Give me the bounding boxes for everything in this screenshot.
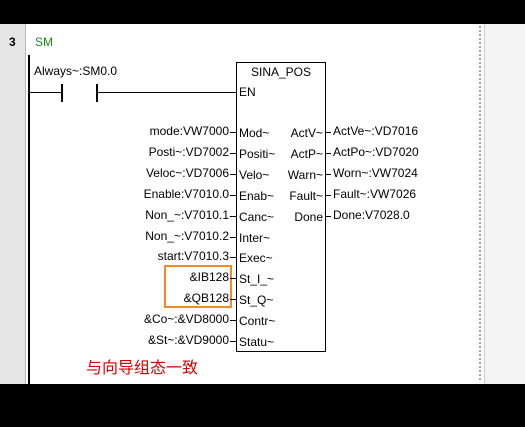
input-stub (230, 257, 236, 259)
input-pin: Statu~ (239, 335, 275, 349)
bottom-strip (0, 384, 525, 427)
input-pin: Canc~ (239, 209, 275, 224)
input-pin: Mod~ (239, 126, 270, 140)
output-pin: Warn~ (287, 167, 323, 182)
output-stub (325, 215, 331, 217)
input-operand[interactable]: mode:VW7000 (149, 124, 229, 138)
network-title[interactable]: SM (35, 35, 53, 49)
input-operand[interactable]: Non_~:V7010.2 (145, 228, 229, 243)
input-pin: Velo~ (239, 167, 270, 182)
input-operand[interactable]: Non_~:V7010.1 (145, 207, 229, 222)
output-pin: Fault~ (289, 188, 323, 203)
annotation-text: 与向导组态一致 (86, 358, 199, 377)
output-pin: ActV~ (290, 126, 323, 140)
input-stub (230, 132, 236, 133)
output-operand[interactable]: ActVe~:VD7016 (333, 124, 419, 138)
wire-segment (30, 92, 61, 93)
input-stub (230, 173, 236, 175)
input-pin: St_Q~ (239, 293, 274, 308)
line-gutter (0, 24, 26, 384)
input-stub (230, 299, 236, 301)
input-stub (230, 278, 236, 280)
en-pin: EN (239, 85, 256, 99)
output-stub (325, 152, 331, 154)
input-stub (230, 236, 236, 238)
input-operand[interactable]: &Co~:&VD8000 (143, 312, 229, 327)
dotted-right-rail (479, 26, 481, 382)
output-pin: Done (294, 209, 323, 224)
contact-left-bar[interactable] (61, 84, 63, 102)
output-operand[interactable]: ActPo~:VD7020 (333, 144, 419, 159)
top-strip (0, 0, 525, 24)
output-pin: ActP~ (290, 146, 323, 161)
output-operand[interactable]: Fault~:VW7026 (333, 186, 417, 201)
input-operand[interactable]: Veloc~:VD7006 (145, 165, 229, 180)
input-pin: Contr~ (239, 314, 276, 329)
input-operand[interactable]: &QB128 (183, 291, 229, 306)
contact-right-bar[interactable] (96, 84, 98, 102)
output-stub (325, 132, 331, 133)
input-operand[interactable]: &IB128 (189, 270, 229, 285)
contact-label[interactable]: Always~:SM0.0 (34, 64, 118, 78)
input-operand[interactable]: start:V7010.3 (157, 249, 229, 264)
input-stub (230, 194, 236, 196)
output-stub (325, 194, 331, 196)
highlight-box (164, 265, 232, 308)
network-number: 3 (9, 35, 16, 49)
input-stub (230, 152, 236, 154)
power-rail (28, 55, 30, 385)
input-stub (230, 215, 236, 217)
input-stub (230, 341, 236, 342)
output-operand[interactable]: Worn~:VW7024 (333, 165, 418, 180)
input-pin: Positi~ (239, 146, 276, 161)
input-pin: Enab~ (239, 188, 275, 203)
input-operand[interactable]: Posti~:VD7002 (148, 144, 229, 159)
input-pin: Exec~ (239, 251, 273, 266)
input-operand[interactable]: &St~:&VD9000 (147, 333, 229, 347)
wire-to-en (98, 92, 236, 93)
input-operand[interactable]: Enable:V7010.0 (143, 186, 229, 201)
output-stub (325, 173, 331, 175)
output-operand[interactable]: Done:V7028.0 (333, 207, 410, 222)
input-pin: St_I_~ (239, 272, 275, 287)
block-title: SINA_POS (250, 65, 312, 79)
input-stub (230, 320, 236, 322)
right-margin (484, 24, 525, 384)
sina-pos-block[interactable]: SINA_POS EN Mod~ Positi~ Velo~ Enab~ Canc~ In… (236, 62, 326, 352)
ladder-editor[interactable]: 3 SM Always~:SM0.0 SINA_POS EN Mod~ Posit… (0, 24, 525, 385)
input-pin: Inter~ (239, 230, 271, 245)
